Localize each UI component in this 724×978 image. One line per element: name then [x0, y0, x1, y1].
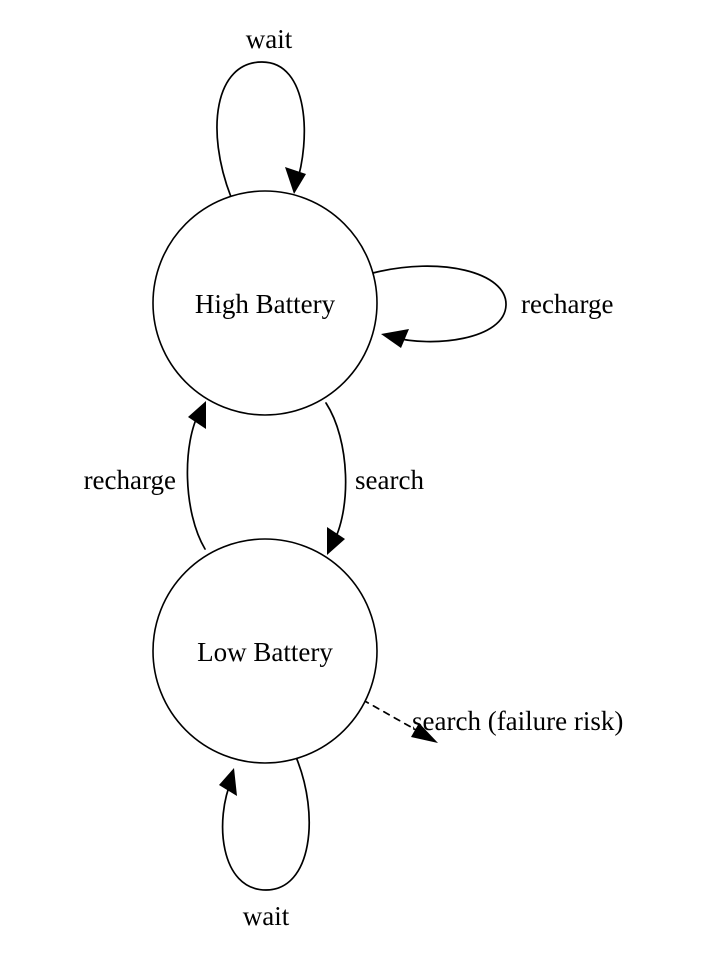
- edge-high-recharge-path: [372, 265, 507, 343]
- edge-high-wait-arrowhead: [285, 167, 306, 194]
- edge-high-to-low-search[interactable]: search: [325, 402, 424, 555]
- edge-low-wait-path: [221, 756, 311, 891]
- edge-high-to-low-search-label: search: [355, 465, 424, 495]
- edge-high-recharge-arrowhead: [381, 329, 409, 348]
- edge-high-to-low-search-arrowhead: [327, 527, 345, 555]
- node-high-battery-circle: [152, 190, 378, 416]
- node-low-battery-circle: [152, 538, 378, 764]
- edge-low-to-high-recharge-label: recharge: [84, 465, 176, 495]
- edge-high-to-low-search-path: [325, 402, 347, 546]
- edge-low-search-failure[interactable]: search (failure risk): [362, 699, 623, 743]
- edge-low-search-failure-arrowhead: [411, 723, 438, 743]
- edge-low-search-failure-label: search (failure risk): [412, 706, 623, 736]
- edge-high-wait-path: [216, 61, 306, 198]
- edge-high-wait-label: wait: [246, 24, 293, 54]
- edge-low-wait[interactable]: wait: [219, 756, 311, 931]
- edge-low-wait-arrowhead: [219, 768, 237, 796]
- edge-low-to-high-recharge-path: [186, 410, 206, 550]
- node-low-battery-label: Low Battery: [197, 637, 333, 667]
- edge-low-to-high-recharge[interactable]: recharge: [84, 401, 206, 550]
- node-high-battery-label: High Battery: [195, 289, 336, 319]
- edge-high-wait[interactable]: wait: [216, 24, 306, 198]
- edge-high-recharge-label: recharge: [521, 289, 613, 319]
- edge-low-to-high-recharge-arrowhead: [188, 401, 206, 429]
- edge-low-search-failure-path: [362, 699, 426, 736]
- node-low-battery[interactable]: Low Battery: [152, 538, 378, 764]
- edge-low-wait-label: wait: [243, 901, 290, 931]
- edge-high-recharge[interactable]: recharge: [372, 265, 613, 348]
- node-high-battery[interactable]: High Battery: [152, 190, 378, 416]
